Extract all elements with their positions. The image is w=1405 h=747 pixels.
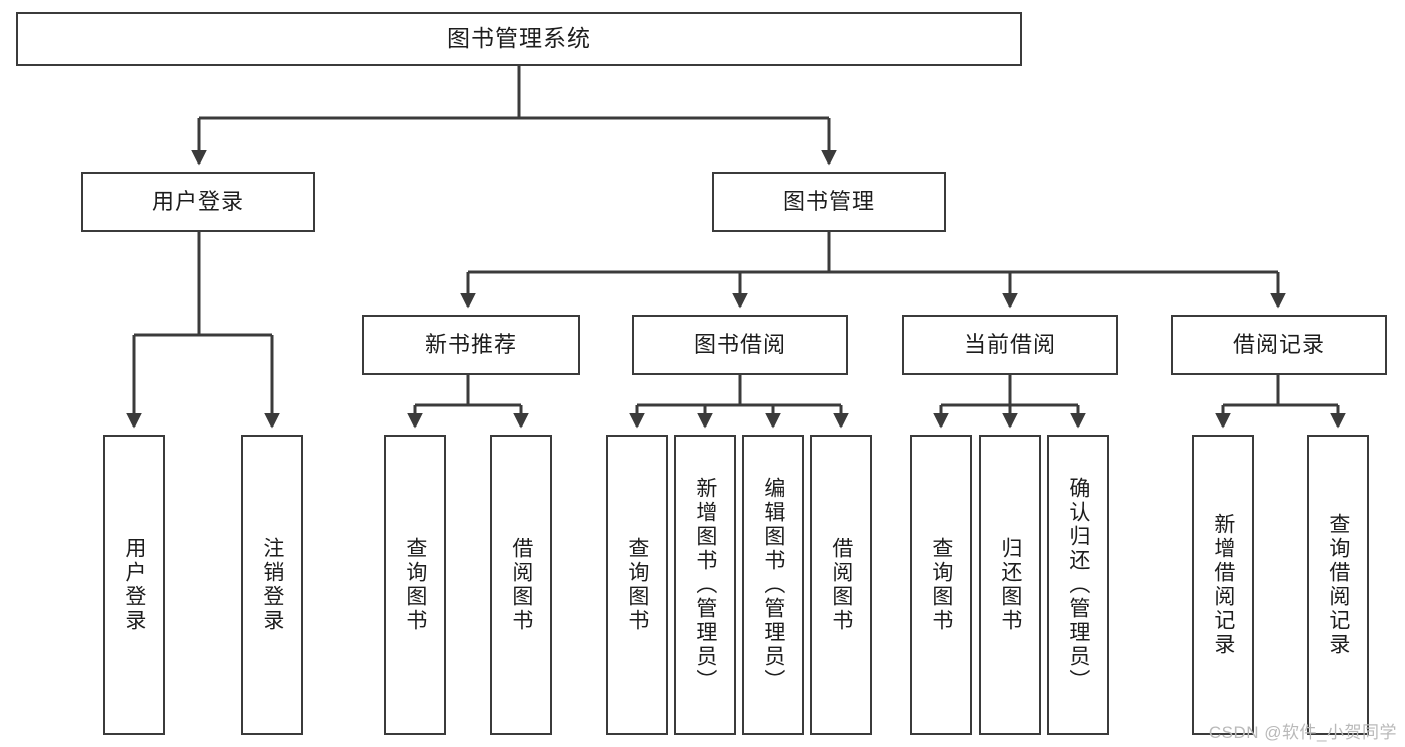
node-leaf-query-book-2[interactable]: 查询图书 [606, 435, 668, 735]
node-leaf-borrow-book-1[interactable]: 借阅图书 [490, 435, 552, 735]
node-label: 查询图书 [403, 537, 427, 633]
node-root-system[interactable]: 图书管理系统 [16, 12, 1022, 66]
node-leaf-user-login[interactable]: 用户登录 [103, 435, 165, 735]
node-label: 借阅图书 [829, 537, 853, 633]
node-label: 新增借阅记录 [1211, 513, 1235, 657]
node-label: 用户登录 [122, 537, 146, 633]
node-leaf-confirm-return[interactable]: 确认归还（管理员） [1047, 435, 1109, 735]
node-label: 编辑图书（管理员） [761, 477, 785, 693]
node-label: 查询图书 [929, 537, 953, 633]
node-leaf-query-book-1[interactable]: 查询图书 [384, 435, 446, 735]
node-label: 借阅图书 [509, 537, 533, 633]
node-label: 查询借阅记录 [1326, 513, 1350, 657]
node-label: 图书管理 [782, 188, 875, 214]
node-leaf-return-book[interactable]: 归还图书 [979, 435, 1041, 735]
node-new-book-recommend[interactable]: 新书推荐 [362, 315, 580, 375]
node-label: 图书借阅 [693, 331, 786, 357]
node-borrow-record[interactable]: 借阅记录 [1171, 315, 1387, 375]
node-leaf-edit-book[interactable]: 编辑图书（管理员） [742, 435, 804, 735]
node-label: 当前借阅 [963, 331, 1056, 357]
node-book-borrow[interactable]: 图书借阅 [632, 315, 848, 375]
node-label: 归还图书 [998, 537, 1022, 633]
node-leaf-query-record[interactable]: 查询借阅记录 [1307, 435, 1369, 735]
node-label: 新书推荐 [424, 331, 517, 357]
node-current-borrow[interactable]: 当前借阅 [902, 315, 1118, 375]
node-leaf-add-book[interactable]: 新增图书（管理员） [674, 435, 736, 735]
node-label: 新增图书（管理员） [693, 477, 717, 693]
node-book-management[interactable]: 图书管理 [712, 172, 946, 232]
node-user-login[interactable]: 用户登录 [81, 172, 315, 232]
node-label: 查询图书 [625, 537, 649, 633]
node-label: 确认归还（管理员） [1066, 477, 1090, 693]
node-label: 借阅记录 [1232, 331, 1325, 357]
node-leaf-borrow-book-2[interactable]: 借阅图书 [810, 435, 872, 735]
node-leaf-logout-login[interactable]: 注销登录 [241, 435, 303, 735]
node-leaf-add-record[interactable]: 新增借阅记录 [1192, 435, 1254, 735]
node-label: 用户登录 [151, 188, 244, 214]
node-label: 图书管理系统 [447, 25, 591, 52]
node-leaf-query-book-3[interactable]: 查询图书 [910, 435, 972, 735]
node-label: 注销登录 [260, 537, 284, 633]
